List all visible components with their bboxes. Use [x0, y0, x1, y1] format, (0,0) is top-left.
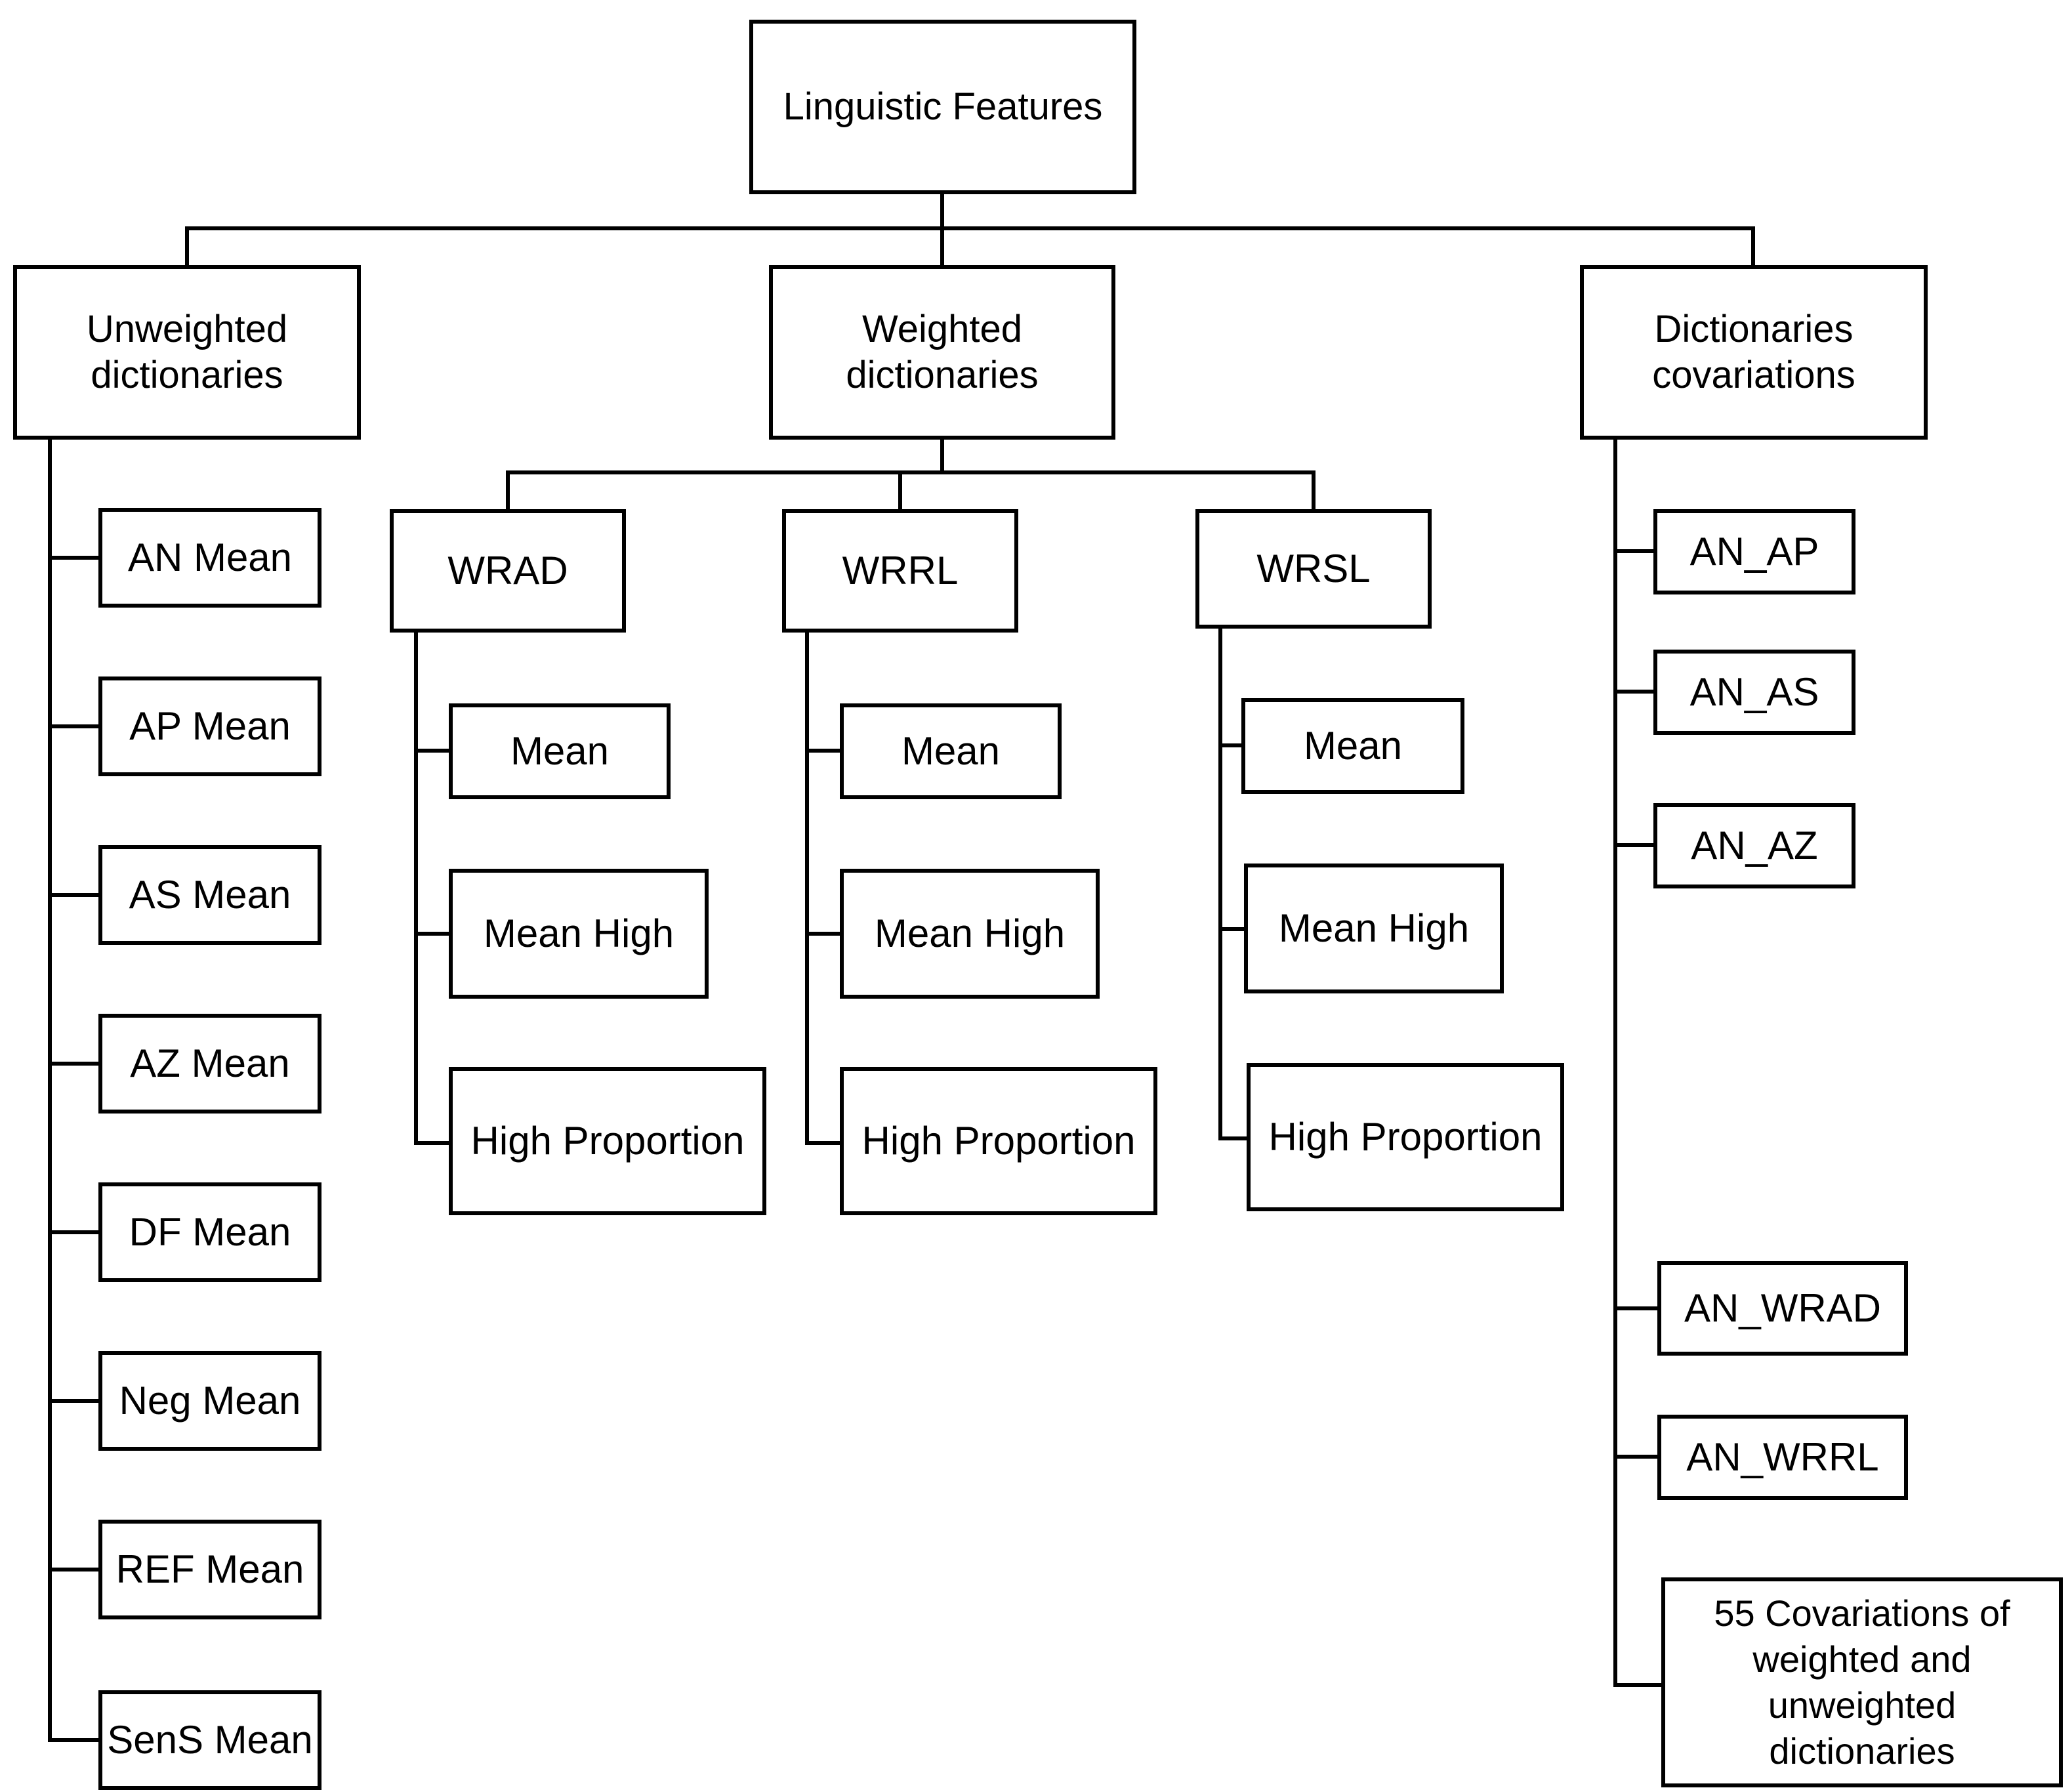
- root-node: Linguistic Features: [749, 20, 1136, 194]
- unweighted-item-label: AP Mean: [129, 704, 291, 748]
- unweighted-item-label: Neg Mean: [119, 1379, 301, 1423]
- covariation-item: AN_AS: [1653, 650, 1855, 735]
- covariation-item: AN_AZ: [1653, 803, 1855, 888]
- unweighted-item: SenS Mean: [98, 1690, 321, 1790]
- wrad-item-label: Mean High: [483, 911, 674, 955]
- covariation-summary-label: 55 Covariations of weighted and unweight…: [1714, 1592, 2010, 1772]
- unweighted-item-label: AS Mean: [129, 873, 291, 917]
- wrad-node: WRAD: [390, 509, 626, 633]
- unweighted-item: AN Mean: [98, 508, 321, 608]
- dictionaries-covariations-label: Dictionaries covariations: [1652, 308, 1855, 396]
- unweighted-item-label: SenS Mean: [107, 1718, 313, 1762]
- wrrl-item-label: High Proportion: [861, 1119, 1136, 1163]
- unweighted-dictionaries-label: Unweighted dictionaries: [86, 308, 288, 396]
- weighted-dictionaries-label: Weighted dictionaries: [846, 308, 1039, 396]
- unweighted-item: DF Mean: [98, 1182, 321, 1282]
- unweighted-dictionaries-node: Unweighted dictionaries: [13, 265, 361, 440]
- weighted-dictionaries-node: Weighted dictionaries: [769, 265, 1115, 440]
- wrrl-mean-node: Mean: [840, 703, 1062, 799]
- covariation-item: AN_WRAD: [1657, 1261, 1908, 1356]
- wrad-mean-node: Mean: [449, 703, 671, 799]
- covariation-item: AN_WRRL: [1657, 1415, 1908, 1500]
- unweighted-item-label: REF Mean: [115, 1547, 304, 1591]
- wrrl-label: WRRL: [842, 549, 959, 593]
- wrad-mean-high-node: Mean High: [449, 869, 709, 999]
- unweighted-item-label: AN Mean: [127, 535, 293, 579]
- root-label: Linguistic Features: [783, 85, 1103, 129]
- wrsl-node: WRSL: [1195, 509, 1432, 629]
- wrsl-high-proportion-node: High Proportion: [1247, 1063, 1564, 1211]
- covariation-item-label: AN_AP: [1689, 530, 1819, 573]
- wrrl-item-label: Mean: [901, 729, 1001, 773]
- unweighted-item-label: AZ Mean: [130, 1041, 290, 1085]
- unweighted-item: AZ Mean: [98, 1014, 321, 1114]
- unweighted-item: Neg Mean: [98, 1351, 321, 1451]
- covariation-item-label: AN_WRRL: [1686, 1435, 1879, 1479]
- covariation-item-label: AN_AZ: [1691, 823, 1818, 867]
- covariation-item-label: AN_WRAD: [1684, 1286, 1882, 1330]
- wrrl-mean-high-node: Mean High: [840, 869, 1100, 999]
- wrrl-high-proportion-node: High Proportion: [840, 1067, 1157, 1215]
- wrad-high-proportion-node: High Proportion: [449, 1067, 766, 1215]
- covariation-summary-node: 55 Covariations of weighted and unweight…: [1661, 1577, 2063, 1787]
- wrsl-label: WRSL: [1256, 547, 1371, 591]
- covariation-item: AN_AP: [1653, 509, 1855, 594]
- unweighted-item: AS Mean: [98, 845, 321, 945]
- wrad-label: WRAD: [447, 549, 568, 593]
- wrsl-item-label: High Proportion: [1268, 1115, 1543, 1159]
- wrsl-mean-node: Mean: [1241, 698, 1464, 794]
- wrsl-mean-high-node: Mean High: [1244, 864, 1504, 993]
- wrad-item-label: High Proportion: [470, 1119, 745, 1163]
- wrrl-item-label: Mean High: [874, 911, 1066, 955]
- covariation-item-label: AN_AS: [1689, 670, 1819, 714]
- unweighted-item-label: DF Mean: [129, 1210, 291, 1254]
- unweighted-item: REF Mean: [98, 1520, 321, 1619]
- dictionaries-covariations-node: Dictionaries covariations: [1580, 265, 1928, 440]
- wrrl-node: WRRL: [782, 509, 1018, 633]
- wrad-item-label: Mean: [510, 729, 610, 773]
- wrsl-item-label: Mean: [1303, 724, 1403, 768]
- wrsl-item-label: Mean High: [1278, 906, 1470, 950]
- unweighted-item: AP Mean: [98, 676, 321, 776]
